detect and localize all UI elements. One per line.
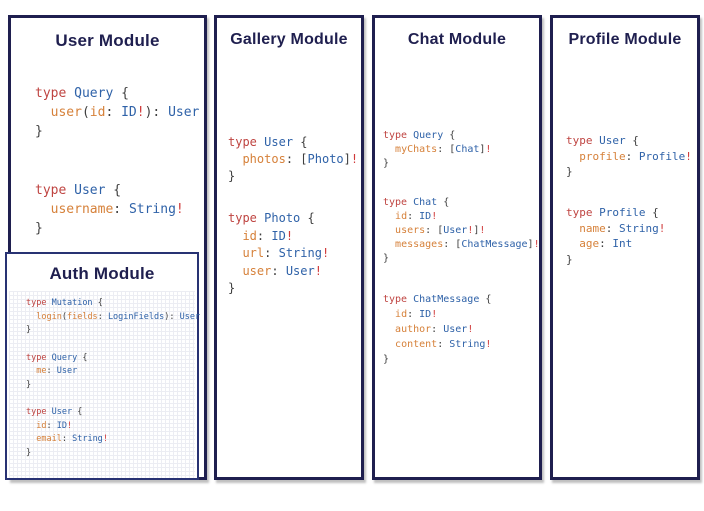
code-block: type Query { user(id: ID!): User}	[35, 84, 199, 141]
code-line: content: String!	[395, 339, 492, 350]
code-block: type Photo { id: ID! url: String! user: …	[228, 210, 329, 298]
code-line: username: String!	[50, 202, 184, 217]
code-line: url: String!	[242, 246, 330, 260]
code-line: age: Int	[579, 237, 633, 250]
code-line: }	[566, 252, 573, 266]
code-line: id: ID!	[242, 228, 294, 243]
code-block: type Query { myChats: [Chat]!}	[383, 129, 491, 171]
code-block: type User { username: String!}	[35, 181, 184, 238]
code-line: }	[35, 221, 43, 236]
code-line: }	[383, 158, 390, 169]
code-line: type User {	[566, 134, 639, 147]
code-line: }	[383, 354, 390, 365]
code-line: }	[228, 281, 236, 295]
panel-profile-module: Profile Module type User { profile: Prof…	[550, 15, 700, 480]
code-line: id: ID!	[395, 309, 438, 320]
panel-title: Profile Module	[568, 31, 682, 48]
code-line: photos: [Photo]!	[242, 152, 359, 166]
code-line: login(fields: LoginFields): User	[36, 311, 201, 322]
code-line: type Chat {	[383, 197, 450, 208]
panel-title: Chat Module	[407, 31, 507, 48]
code-block: type ChatMessage { id: ID! author: User!…	[383, 292, 491, 367]
code-line: users: [User!]!	[395, 225, 486, 236]
code-block: type Query { me: User}	[26, 352, 195, 393]
code-line: email: String!	[36, 434, 108, 444]
code-block: type User { profile: Profile!}	[566, 133, 692, 180]
panel-title: User Module	[55, 31, 160, 50]
code-line: name: String!	[579, 221, 666, 235]
code-line: }	[383, 253, 390, 264]
code-line: }	[26, 447, 32, 458]
panel-title: Auth Module	[49, 264, 155, 283]
code-line: user: User!	[242, 263, 322, 278]
auth-code-area: type Mutation { login(fields: LoginField…	[9, 291, 201, 478]
panel-gallery-module: Gallery Module type User { photos: [Phot…	[214, 15, 364, 480]
code-block: type Profile { name: String! age: Int}	[566, 205, 665, 267]
code-line: author: User!	[395, 324, 474, 335]
panel-title: Gallery Module	[230, 31, 348, 48]
code-line: user(id: ID!): User	[50, 105, 200, 120]
code-line: messages: [ChatMessage]!	[395, 239, 540, 250]
code-block: type User { id: ID! email: String!}	[26, 406, 195, 460]
code-line: type ChatMessage {	[383, 294, 492, 305]
code-line: type User {	[228, 135, 308, 149]
code-line: id: ID!	[36, 420, 73, 431]
code-line: type Photo {	[228, 211, 315, 225]
code-block: type User { photos: [Photo]!}	[228, 134, 358, 185]
code-line: type Mutation {	[26, 298, 103, 308]
panel-chat-module: Chat Module type Query { myChats: [Chat]…	[372, 15, 542, 480]
panel-auth-module: Auth Module type Mutation { login(fields…	[5, 252, 201, 480]
code-line: profile: Profile!	[579, 149, 692, 163]
code-line: me: User	[36, 366, 78, 376]
code-line: type Profile {	[566, 206, 659, 219]
code-line: type Query {	[26, 352, 88, 363]
code-line: type Query {	[35, 86, 129, 101]
code-line: id: ID!	[395, 211, 438, 222]
panel-user-module: User Module type Query { user(id: ID!): …	[5, 15, 207, 480]
code-line: }	[35, 124, 43, 139]
code-line: }	[566, 165, 573, 178]
code-line: type Query {	[383, 130, 456, 141]
code-line: type User {	[26, 407, 83, 417]
code-block: type Chat { id: ID! users: [User!]! mess…	[383, 196, 540, 266]
code-line: type User {	[35, 183, 122, 198]
code-line: }	[26, 325, 32, 335]
code-line: }	[26, 379, 32, 390]
code-line: }	[228, 169, 236, 183]
code-block: type Mutation { login(fields: LoginField…	[26, 297, 201, 338]
code-line: myChats: [Chat]!	[395, 144, 492, 155]
